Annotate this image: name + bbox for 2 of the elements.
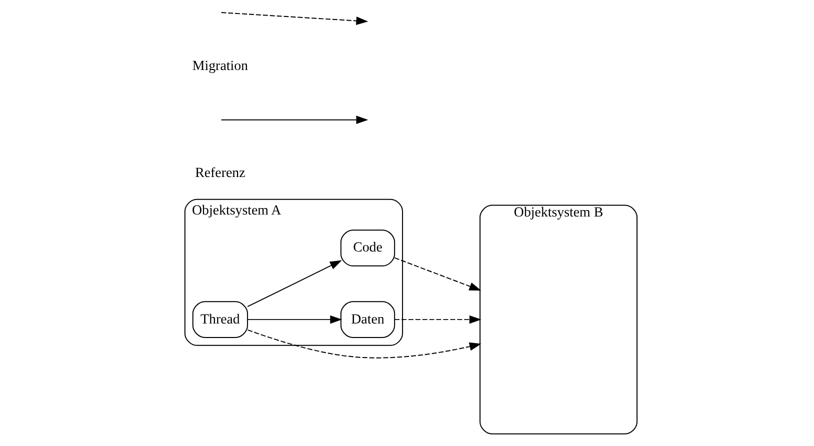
- legend-label: Referenz: [195, 166, 246, 182]
- legend-label: Migration: [192, 58, 248, 74]
